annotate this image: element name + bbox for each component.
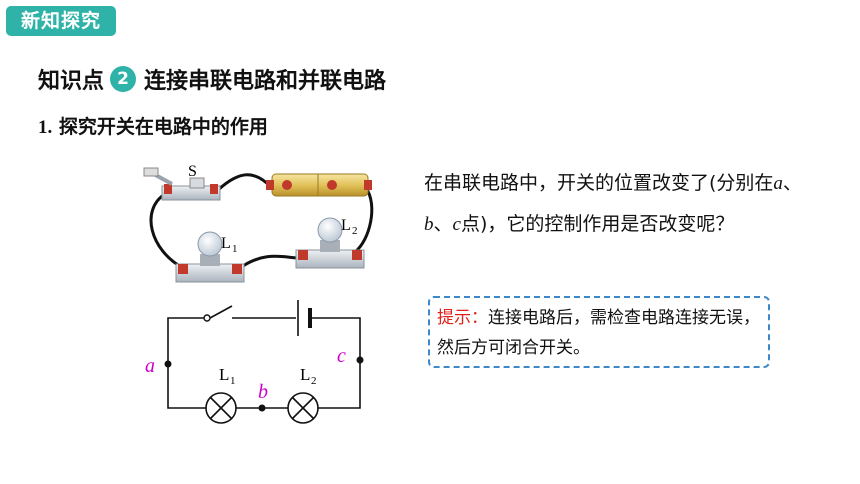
knowledge-point-heading: 知识点 2 连接串联电路和并联电路 xyxy=(38,62,386,96)
paragraph-point-b: b xyxy=(424,214,434,235)
paragraph-point-a: a xyxy=(773,173,783,194)
subsection-heading: 1. 探究开关在电路中的作用 xyxy=(38,112,268,139)
photo-lamp-1 xyxy=(175,231,245,283)
photo-wire xyxy=(149,192,184,270)
photo-lamp-2-subscript: 2 xyxy=(352,225,358,237)
photo-lamp-2-label: L xyxy=(341,217,351,234)
node-a-dot xyxy=(164,360,172,368)
photo-lamp-1-label: L xyxy=(221,235,231,252)
photo-battery xyxy=(266,173,372,197)
photo-lamp-2 xyxy=(295,217,365,269)
section-badge: 新知探究 xyxy=(6,6,116,36)
tip-box: 提示：连接电路后，需检查电路连接无误，然后方可闭合开关。 xyxy=(428,296,770,368)
photo-lamp-1-subscript: 1 xyxy=(232,243,238,255)
schematic-switch xyxy=(203,314,211,322)
question-paragraph: 在串联电路中，开关的位置改变了(分别在a、b、c点)，它的控制作用是否改变呢？ xyxy=(424,163,824,245)
schematic-lamp-1-subscript: 1 xyxy=(230,375,236,387)
tip-label: 提示： xyxy=(437,308,488,328)
node-c-dot xyxy=(356,356,364,364)
node-b-dot xyxy=(258,404,266,412)
schematic-lamp-2-subscript: 2 xyxy=(311,375,317,387)
subsection-number: 1. xyxy=(38,117,53,138)
schematic-lamp-1 xyxy=(205,392,237,424)
node-b-label: b xyxy=(258,381,268,403)
schematic-lamp-2 xyxy=(287,392,319,424)
photo-switch-label: S xyxy=(188,163,197,180)
paragraph-sep-1: 、 xyxy=(782,172,802,194)
node-c-label: c xyxy=(337,345,346,367)
schematic-battery xyxy=(297,300,312,336)
paragraph-sep-2: 、 xyxy=(433,213,453,235)
schematic-lamp-1-label: L xyxy=(219,365,229,384)
paragraph-text-1: 在串联电路中，开关的位置改变了(分别在 xyxy=(424,172,774,194)
schematic-lamp-2-label: L xyxy=(300,365,310,384)
knowledge-point-title: 连接串联电路和并联电路 xyxy=(144,69,387,94)
photo-switch xyxy=(143,167,221,201)
tip-text: 连接电路后，需检查电路连接无误，然后方可闭合开关。 xyxy=(437,308,760,358)
node-a-label: a xyxy=(145,355,155,377)
knowledge-point-number-badge: 2 xyxy=(110,66,137,92)
paragraph-point-c: c xyxy=(452,214,461,235)
knowledge-point-prefix: 知识点 xyxy=(38,69,105,94)
paragraph-text-2: 点)，它的控制作用是否改变呢？ xyxy=(460,213,735,235)
photo-wire xyxy=(239,254,301,270)
circuit-illustration: S L 1 L 2 xyxy=(143,163,374,424)
subsection-title: 探究开关在电路中的作用 xyxy=(58,116,268,138)
photo-wire xyxy=(353,187,374,254)
photo-wire xyxy=(216,173,274,192)
